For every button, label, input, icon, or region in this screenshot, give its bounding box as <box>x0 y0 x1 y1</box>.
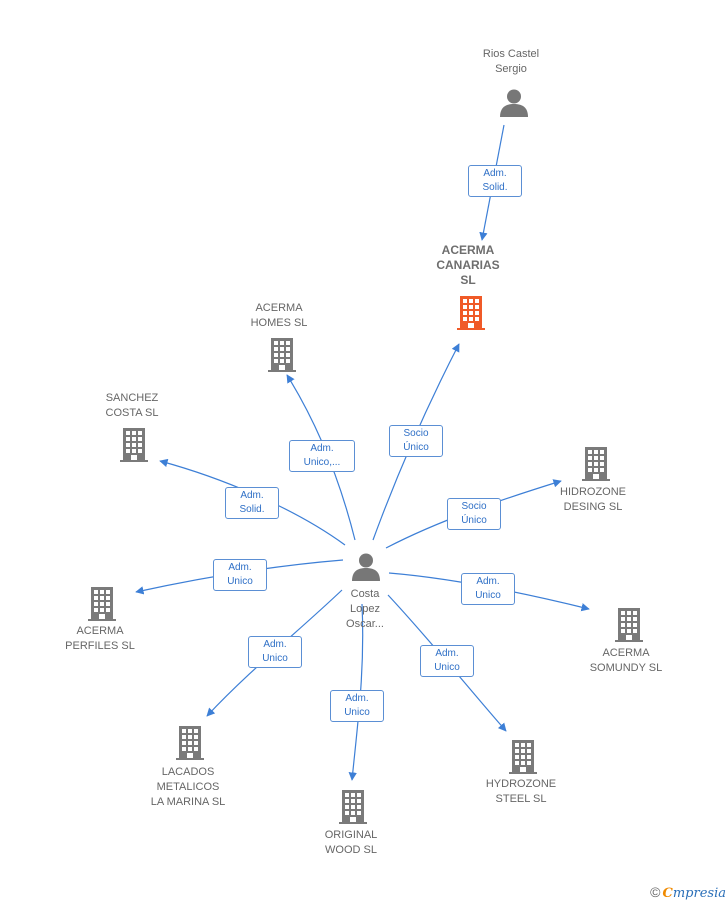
edge-label[interactable]: Socio Único <box>389 425 443 457</box>
edge-label[interactable]: Adm. Unico <box>248 636 302 668</box>
edge-label[interactable]: Adm. Solid. <box>225 487 279 519</box>
building-icon[interactable] <box>268 338 296 372</box>
building-icon[interactable] <box>176 726 204 760</box>
node-label-acerma-canarias[interactable]: ACERMA CANARIAS SL <box>436 242 500 287</box>
brand-initial: C <box>662 886 673 901</box>
node-label-hidrozone-desing[interactable]: HIDROZONE DESING SL <box>560 486 626 513</box>
building-icon[interactable] <box>339 790 367 824</box>
building-icon[interactable] <box>88 587 116 621</box>
building-icon[interactable] <box>457 296 485 330</box>
brand-logo: ©Cmpresia <box>650 884 726 901</box>
edge-label[interactable]: Adm. Unico <box>330 690 384 722</box>
node-label-acerma-homes[interactable]: ACERMA HOMES SL <box>250 302 308 329</box>
node-label-acerma-somundy[interactable]: ACERMA SOMUNDY SL <box>589 647 663 674</box>
node-label-rios[interactable]: Rios Castel Sergio <box>482 48 540 75</box>
edge-label[interactable]: Socio Único <box>447 498 501 530</box>
node-label-sanchez[interactable]: SANCHEZ COSTA SL <box>105 392 159 419</box>
building-icon[interactable] <box>615 608 643 642</box>
edge-label[interactable]: Adm. Unico <box>420 645 474 677</box>
node-label-acerma-perfiles[interactable]: ACERMA PERFILES SL <box>65 625 135 652</box>
edge-label[interactable]: Adm. Solid. <box>468 165 522 197</box>
person-icon[interactable] <box>352 553 380 582</box>
building-icon[interactable] <box>582 447 610 481</box>
node-label-lacados[interactable]: LACADOS METALICOS LA MARINA SL <box>150 765 226 808</box>
node-label-costa[interactable]: Costa Lopez Oscar... <box>346 587 384 630</box>
node-label-original[interactable]: ORIGINAL WOOD SL <box>324 829 378 856</box>
edge-label[interactable]: Adm. Unico,... <box>289 440 355 472</box>
building-icon[interactable] <box>120 428 148 462</box>
brand-name: mpresia <box>672 886 726 901</box>
person-icon[interactable] <box>500 89 528 118</box>
node-label-hydrozone-steel[interactable]: HYDROZONE STEEL SL <box>485 778 557 805</box>
building-icon[interactable] <box>509 740 537 774</box>
edge-label[interactable]: Adm. Unico <box>213 559 267 591</box>
edge-label[interactable]: Adm. Unico <box>461 573 515 605</box>
copyright-symbol: © <box>650 884 661 900</box>
